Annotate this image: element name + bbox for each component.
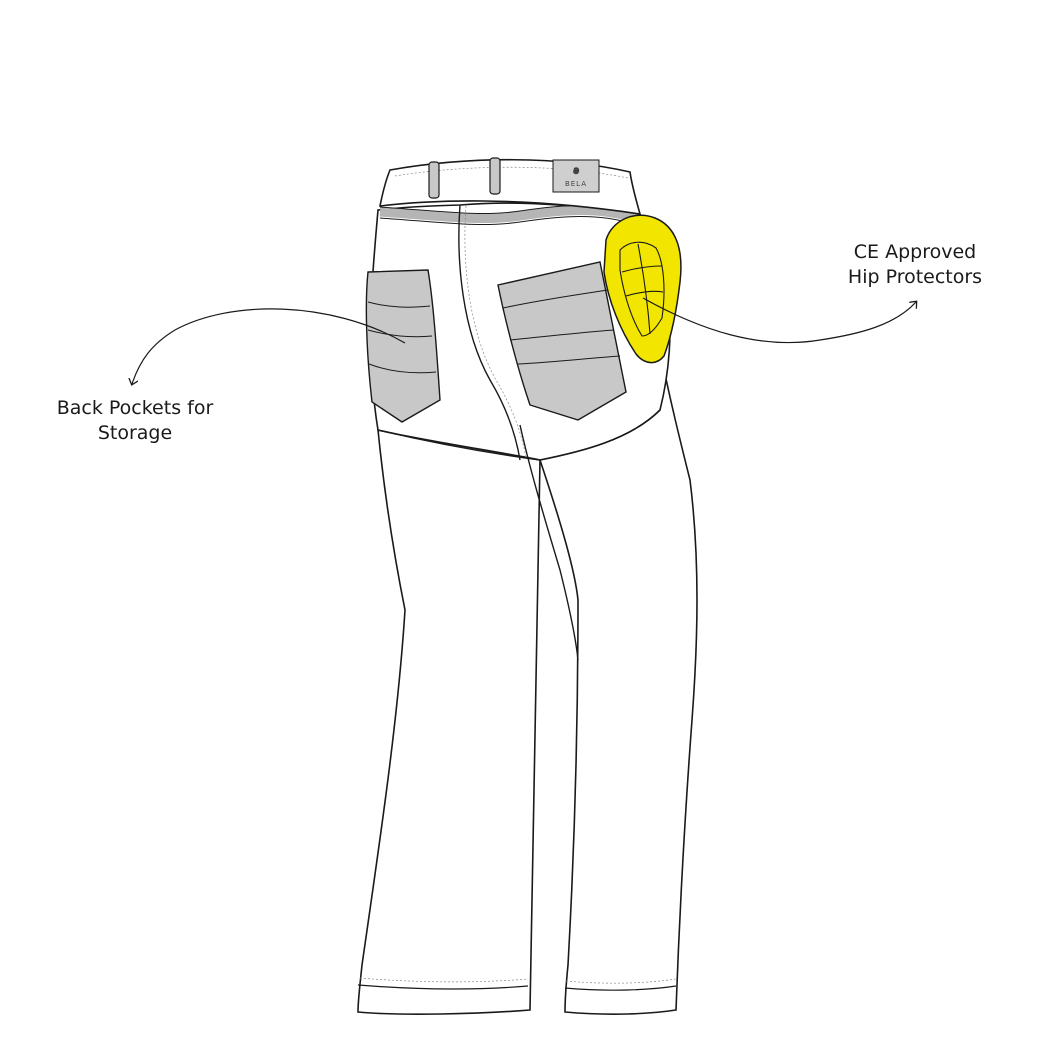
horse-head-logo — [573, 167, 580, 175]
yoke-seam — [379, 206, 642, 225]
curved-arrow-hip — [642, 297, 916, 344]
pockets-callout-line1: Back Pockets for — [56, 397, 214, 419]
pockets-callout-line2: Storage — [97, 422, 173, 444]
hip-protector — [603, 214, 682, 364]
curved-arrow-pockets — [132, 308, 406, 384]
right-leg — [539, 348, 698, 1015]
hip-callout-line2: Hip Protectors — [847, 266, 983, 288]
pockets-callout-label: Back Pockets for Storage — [20, 396, 250, 446]
hip-callout-line1: CE Approved — [853, 241, 977, 263]
center-back-seam — [458, 204, 521, 461]
left-back-pocket — [365, 269, 441, 423]
brand-patch — [552, 159, 600, 193]
left-leg — [357, 428, 541, 1015]
right-back-pocket — [497, 261, 627, 421]
brand-label: BELA — [565, 180, 587, 188]
hip-callout-label: CE Approved Hip Protectors — [800, 240, 1030, 290]
belt-loop-left — [428, 161, 440, 199]
belt-loop-center — [489, 157, 501, 195]
